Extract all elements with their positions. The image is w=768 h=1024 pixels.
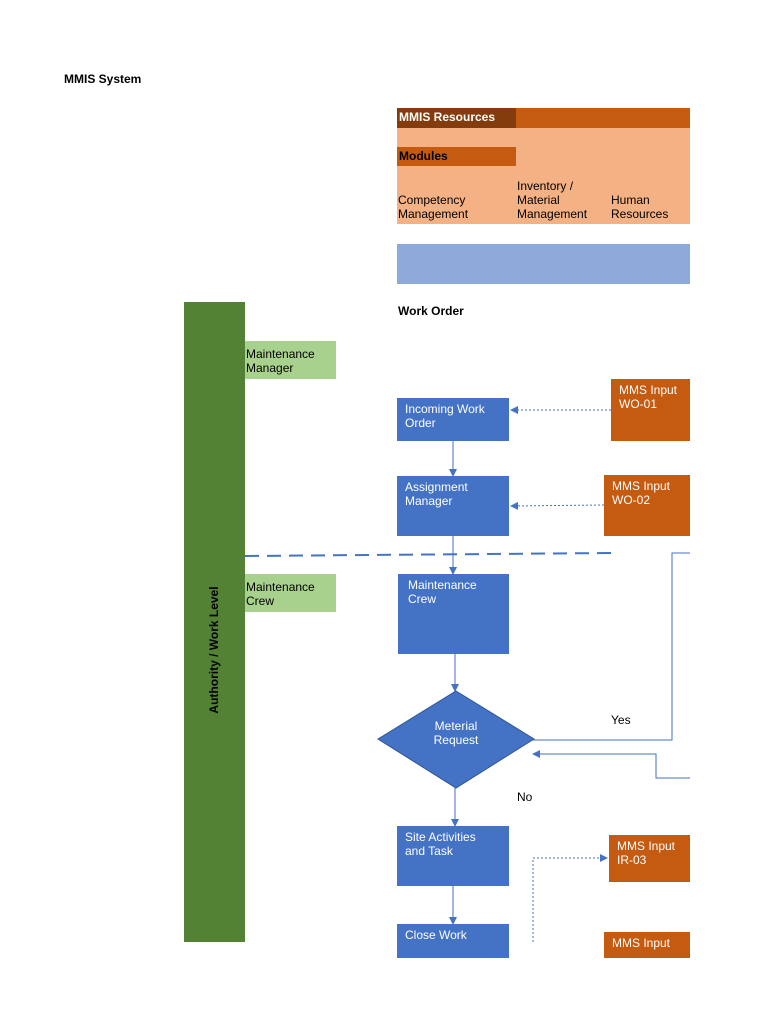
- process-site-activities: Site Activities and Task: [397, 826, 509, 886]
- decision-no-label: No: [517, 790, 533, 804]
- resources-panel: [397, 128, 690, 224]
- section-title: Work Order: [398, 304, 464, 318]
- decision-label: Meterial Request: [433, 719, 479, 747]
- process-maintenance-crew: Maintenance Crew: [398, 574, 509, 654]
- process-assignment-manager: Assignment Manager: [397, 476, 509, 536]
- page-title: MMIS System: [64, 72, 142, 86]
- input-ir03: MMS Input IR-03: [609, 835, 690, 882]
- role-maintenance-manager: Maintenance Manager: [245, 341, 336, 379]
- decision-material-request: [377, 690, 535, 789]
- yes-connector: [533, 552, 690, 741]
- arrow-site-to-ir03: [532, 854, 608, 942]
- module-inventory-material-management: Inventory / Material Management: [517, 179, 588, 221]
- authority-divider-line: [244, 552, 613, 557]
- resources-header: MMIS Resources: [397, 108, 516, 128]
- module-competency-management: Competency Management: [398, 193, 469, 221]
- modules-label: Modules: [397, 147, 516, 166]
- input-partial: MMS Input: [604, 932, 690, 958]
- arrow-wo02-to-assignment: [510, 501, 605, 510]
- process-incoming-work-order: Incoming Work Order: [397, 398, 509, 441]
- decision-yes-label: Yes: [611, 713, 631, 727]
- light-blue-band: [397, 244, 690, 284]
- swimlane-bar: [184, 302, 245, 942]
- process-close-work: Close Work: [397, 924, 509, 958]
- return-connector: [532, 750, 690, 779]
- role-maintenance-crew: Maintenance Crew: [245, 574, 336, 612]
- input-wo02: MMS Input WO-02: [604, 475, 690, 536]
- module-human-resources: Human Resources: [611, 193, 669, 221]
- input-wo01: MMS Input WO-01: [611, 379, 690, 441]
